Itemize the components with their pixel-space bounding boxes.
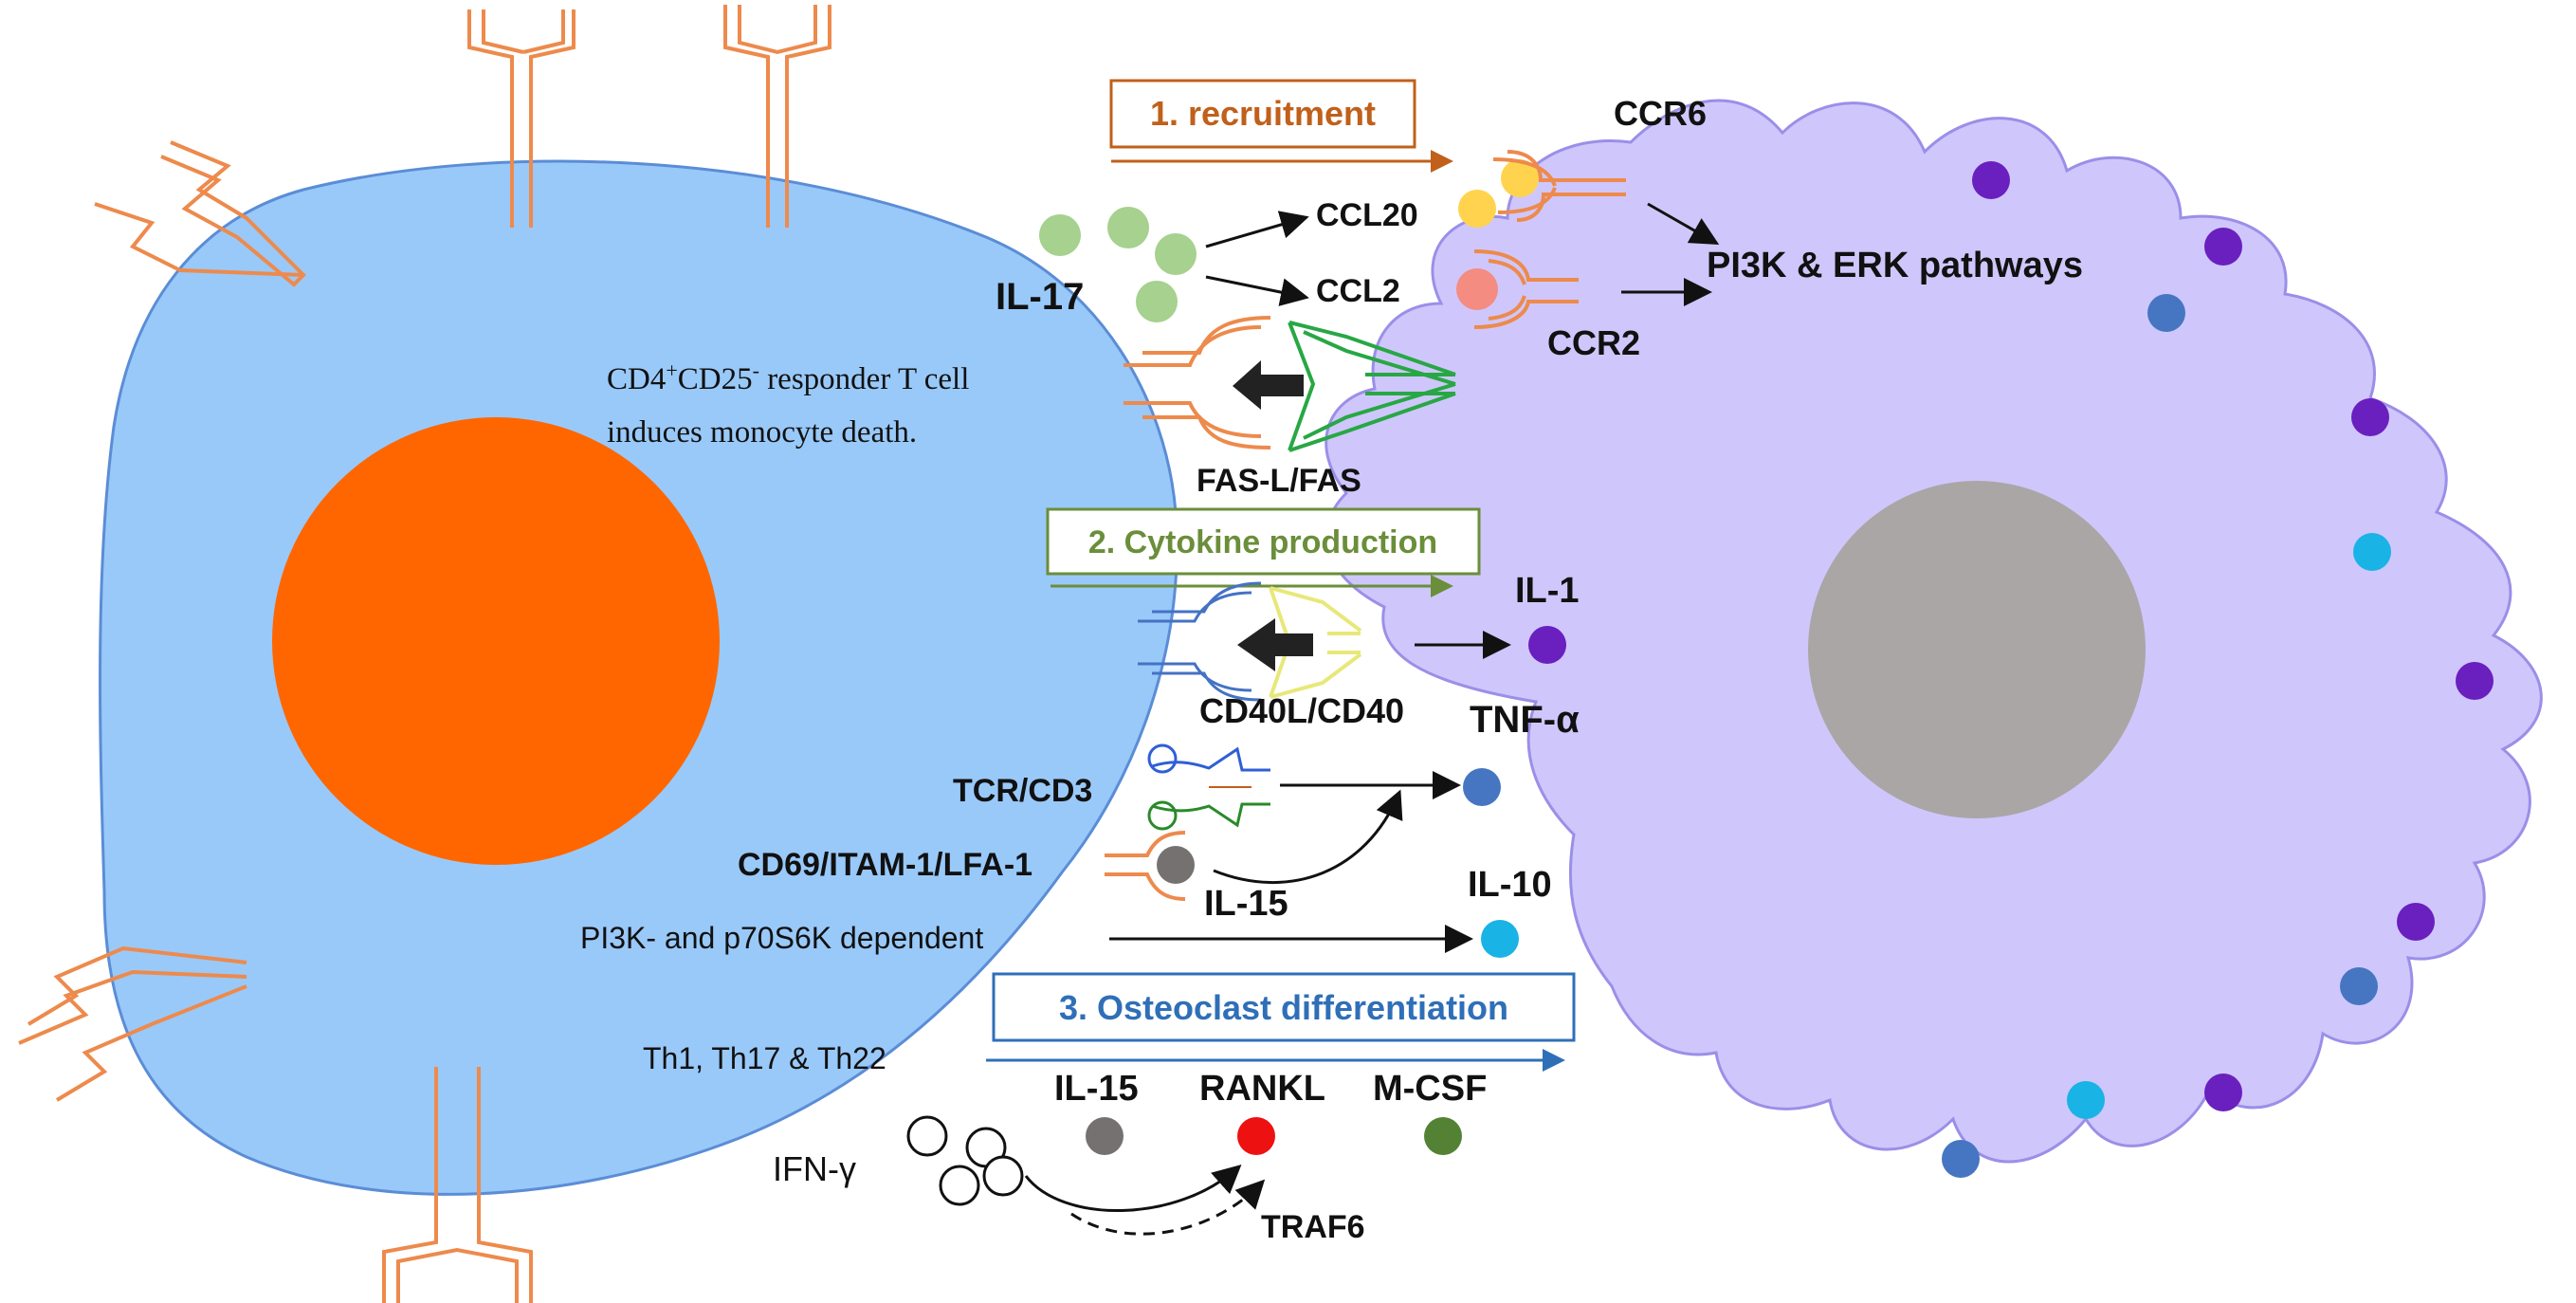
fas-receptor <box>1288 321 1456 452</box>
ccl20-ligand-top <box>1501 159 1539 197</box>
purple-granule <box>2204 1074 2242 1111</box>
tcr-cd3-label: TCR/CD3 <box>953 773 1092 809</box>
il10-label: IL-10 <box>1468 865 1552 905</box>
tcell-receptor-bottom-left <box>18 945 247 1102</box>
ccl20-ligand-bottom <box>1458 190 1496 228</box>
osteoclast-label: 3. Osteoclast differentiation <box>1059 988 1508 1027</box>
fasl-receptor <box>1124 316 1271 450</box>
traf6-dashed-arrow <box>1070 1179 1266 1236</box>
cytokine-label: 2. Cytokine production <box>1088 524 1437 560</box>
recruitment-box <box>1109 79 1416 149</box>
il17-molecules <box>1039 207 1197 322</box>
purple-granule <box>2351 398 2389 436</box>
tcell-receptor-top-1 <box>467 9 575 228</box>
ccl20-label: CCL20 <box>1316 197 1418 233</box>
responder-text-line2: induces monocyte death. <box>607 415 917 450</box>
ifng-to-rankl-arrow <box>1024 1165 1242 1213</box>
mcsf-label: M-CSF <box>1373 1069 1487 1109</box>
il15-label-upper: IL-15 <box>1204 884 1288 924</box>
blue-granule <box>2340 967 2378 1005</box>
tnfa-label: TNF-α <box>1470 699 1580 741</box>
t-cell-nucleus <box>272 417 720 865</box>
tcell-receptor-bottom <box>382 1067 533 1303</box>
pi3k-p70-label: PI3K- and p70S6K dependent <box>580 921 983 955</box>
ccl2-label: CCL2 <box>1316 273 1400 309</box>
responder-text-line1: CD4+CD25- responder T cell <box>607 358 969 397</box>
ccr6-receptor <box>1492 150 1626 222</box>
pi3k-erk-label: PI3K & ERK pathways <box>1707 246 2083 285</box>
cd40l-cd40-label: CD40L/CD40 <box>1199 691 1404 730</box>
il15-molecule-cd69 <box>1157 846 1195 884</box>
osteoclast-box <box>992 972 1576 1042</box>
il15-to-tnfa-curved-arrow <box>1213 789 1403 884</box>
ccr2-receptor <box>1473 249 1579 329</box>
il1-granule <box>1528 626 1566 664</box>
rankl-label: RANKL <box>1199 1069 1325 1109</box>
ifng-molecules <box>906 1115 1024 1206</box>
tcr-receptor <box>1147 743 1270 831</box>
cytokine-box <box>1046 507 1481 576</box>
purple-granule <box>2204 228 2242 266</box>
ifng-label: IFN-γ <box>773 1149 856 1188</box>
mcsf-molecule <box>1424 1117 1462 1155</box>
il15-molecule-lower <box>1086 1117 1124 1155</box>
ccr2-label: CCR2 <box>1547 323 1640 362</box>
tcell-receptor-left <box>94 140 306 287</box>
blue-granule <box>2147 294 2185 332</box>
cd69-receptor <box>1105 831 1186 901</box>
il15-label-lower: IL-15 <box>1054 1069 1139 1109</box>
purple-granule <box>2456 662 2494 700</box>
ccr6-label: CCR6 <box>1614 94 1707 133</box>
traf6-label: TRAF6 <box>1261 1209 1365 1245</box>
cd69-label: CD69/ITAM-1/LFA-1 <box>738 847 1032 883</box>
il17-label: IL-17 <box>996 276 1084 318</box>
il1-label: IL-1 <box>1515 571 1580 611</box>
tnfa-granule <box>1463 768 1501 806</box>
th-cells-label: Th1, Th17 & Th22 <box>643 1041 886 1075</box>
il17-to-ccl2-arrow <box>1205 275 1309 306</box>
cd40l-receptor <box>1138 581 1262 702</box>
blue-granule <box>1942 1140 1980 1178</box>
il10-granule <box>1481 920 1519 958</box>
purple-granule <box>1972 161 2010 199</box>
cd40-black-arrow <box>1237 618 1313 671</box>
tcell-receptor-top-2 <box>723 5 831 228</box>
monocyte-granules <box>1942 161 2494 1178</box>
purple-granule <box>2397 903 2435 941</box>
recruitment-label: 1. recruitment <box>1150 94 1376 133</box>
monocyte-nucleus <box>1808 481 2146 818</box>
il17-to-ccl20-arrow <box>1205 211 1309 248</box>
rankl-molecule <box>1237 1117 1275 1155</box>
cyan-granule <box>2353 533 2391 571</box>
fasl-fas-label: FAS-L/FAS <box>1197 463 1361 499</box>
fasl-fas-black-arrow <box>1233 360 1304 410</box>
ccr6-to-pi3k-arrow <box>1647 202 1720 245</box>
cyan-granule <box>2067 1081 2105 1119</box>
ccl2-ligand <box>1456 268 1498 310</box>
